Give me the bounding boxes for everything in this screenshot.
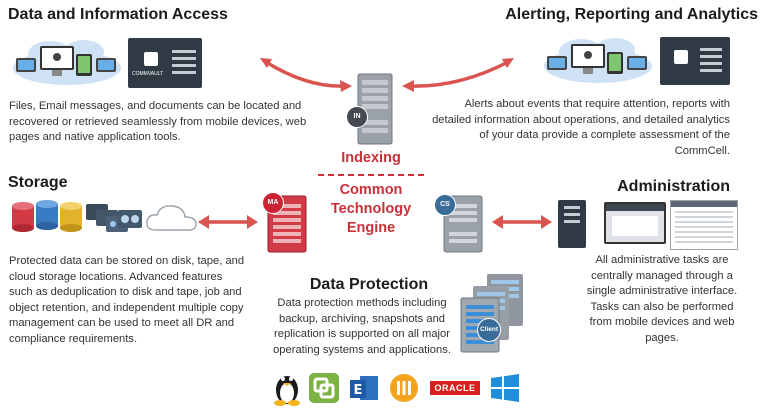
text-data-protection: Data protection methods including backup…: [273, 297, 451, 356]
text-data-access: Files, Email messages, and documents can…: [9, 100, 307, 143]
engine-divider: [318, 174, 424, 176]
commserve-server: CS: [432, 192, 486, 254]
index-server: IN: [346, 72, 394, 146]
heading-storage: Storage: [8, 174, 68, 191]
oracle-icon: ORACLE: [430, 381, 480, 395]
top-arrows: [260, 58, 514, 92]
storage-icons: [10, 200, 200, 236]
server-icon: [357, 73, 393, 145]
storage-arrow: [198, 215, 258, 229]
server-stack-icon: [460, 274, 523, 353]
text-storage: Protected data can be stored on disk, ta…: [9, 255, 245, 345]
badge-in: IN: [346, 106, 368, 128]
cloud-storage-icon: [146, 205, 197, 231]
storage-devices-icon: [12, 200, 197, 232]
administration-arrow: [492, 215, 552, 229]
admin-phone-screen: [558, 200, 586, 248]
text-alerting: Alerts about events that require attenti…: [432, 98, 730, 157]
commvault-label: COMMVAULT: [132, 71, 164, 77]
lotus-notes-icon: [390, 374, 418, 402]
disk-yellow-icon: [60, 202, 82, 232]
vmware-icon: [309, 373, 339, 403]
cloud-devices-icon: [13, 40, 121, 85]
engine-line1: Common: [339, 182, 403, 198]
linux-tux-icon: [274, 376, 300, 406]
heading-data-protection: Data Protection: [309, 276, 429, 293]
client-servers: Client: [455, 270, 535, 354]
heading-alerting: Alerting, Reporting and Analytics: [505, 6, 758, 23]
heading-administration: Administration: [617, 178, 730, 195]
text-administration: All administrative tasks are centrally m…: [586, 254, 738, 344]
cloud-devices-icon: [544, 38, 652, 83]
badge-cs: CS: [434, 194, 456, 216]
devices-cloud-group-left: [12, 40, 122, 86]
app-logos-row: E ORACLE: [272, 370, 522, 406]
media-agent-server: MA: [258, 192, 310, 254]
tape-icon: [118, 210, 142, 228]
commvault-logo-icon: [674, 50, 688, 64]
svg-text:E: E: [354, 383, 363, 398]
commvault-tablet-screen: COMMVAULT: [128, 38, 202, 88]
engine-line3: Engine: [346, 220, 396, 236]
disk-red-icon: [12, 202, 34, 232]
windows-icon: [491, 374, 519, 402]
commvault-logo-icon: [144, 52, 158, 66]
commvault-tablet-screen-right: [660, 37, 730, 85]
badge-ma: MA: [262, 192, 284, 214]
admin-web-console: [670, 200, 738, 250]
engine-line2: Technology: [330, 201, 412, 217]
devices-cloud-group-right: [543, 38, 653, 84]
admin-monitor: [604, 202, 666, 244]
badge-client: Client: [477, 318, 501, 342]
engine-indexing-label: Indexing: [341, 150, 401, 166]
heading-data-access: Data and Information Access: [8, 6, 228, 23]
exchange-icon: E: [350, 376, 378, 400]
engine-title: Common Technology Engine: [306, 181, 436, 238]
disk-blue-icon: [36, 200, 58, 230]
